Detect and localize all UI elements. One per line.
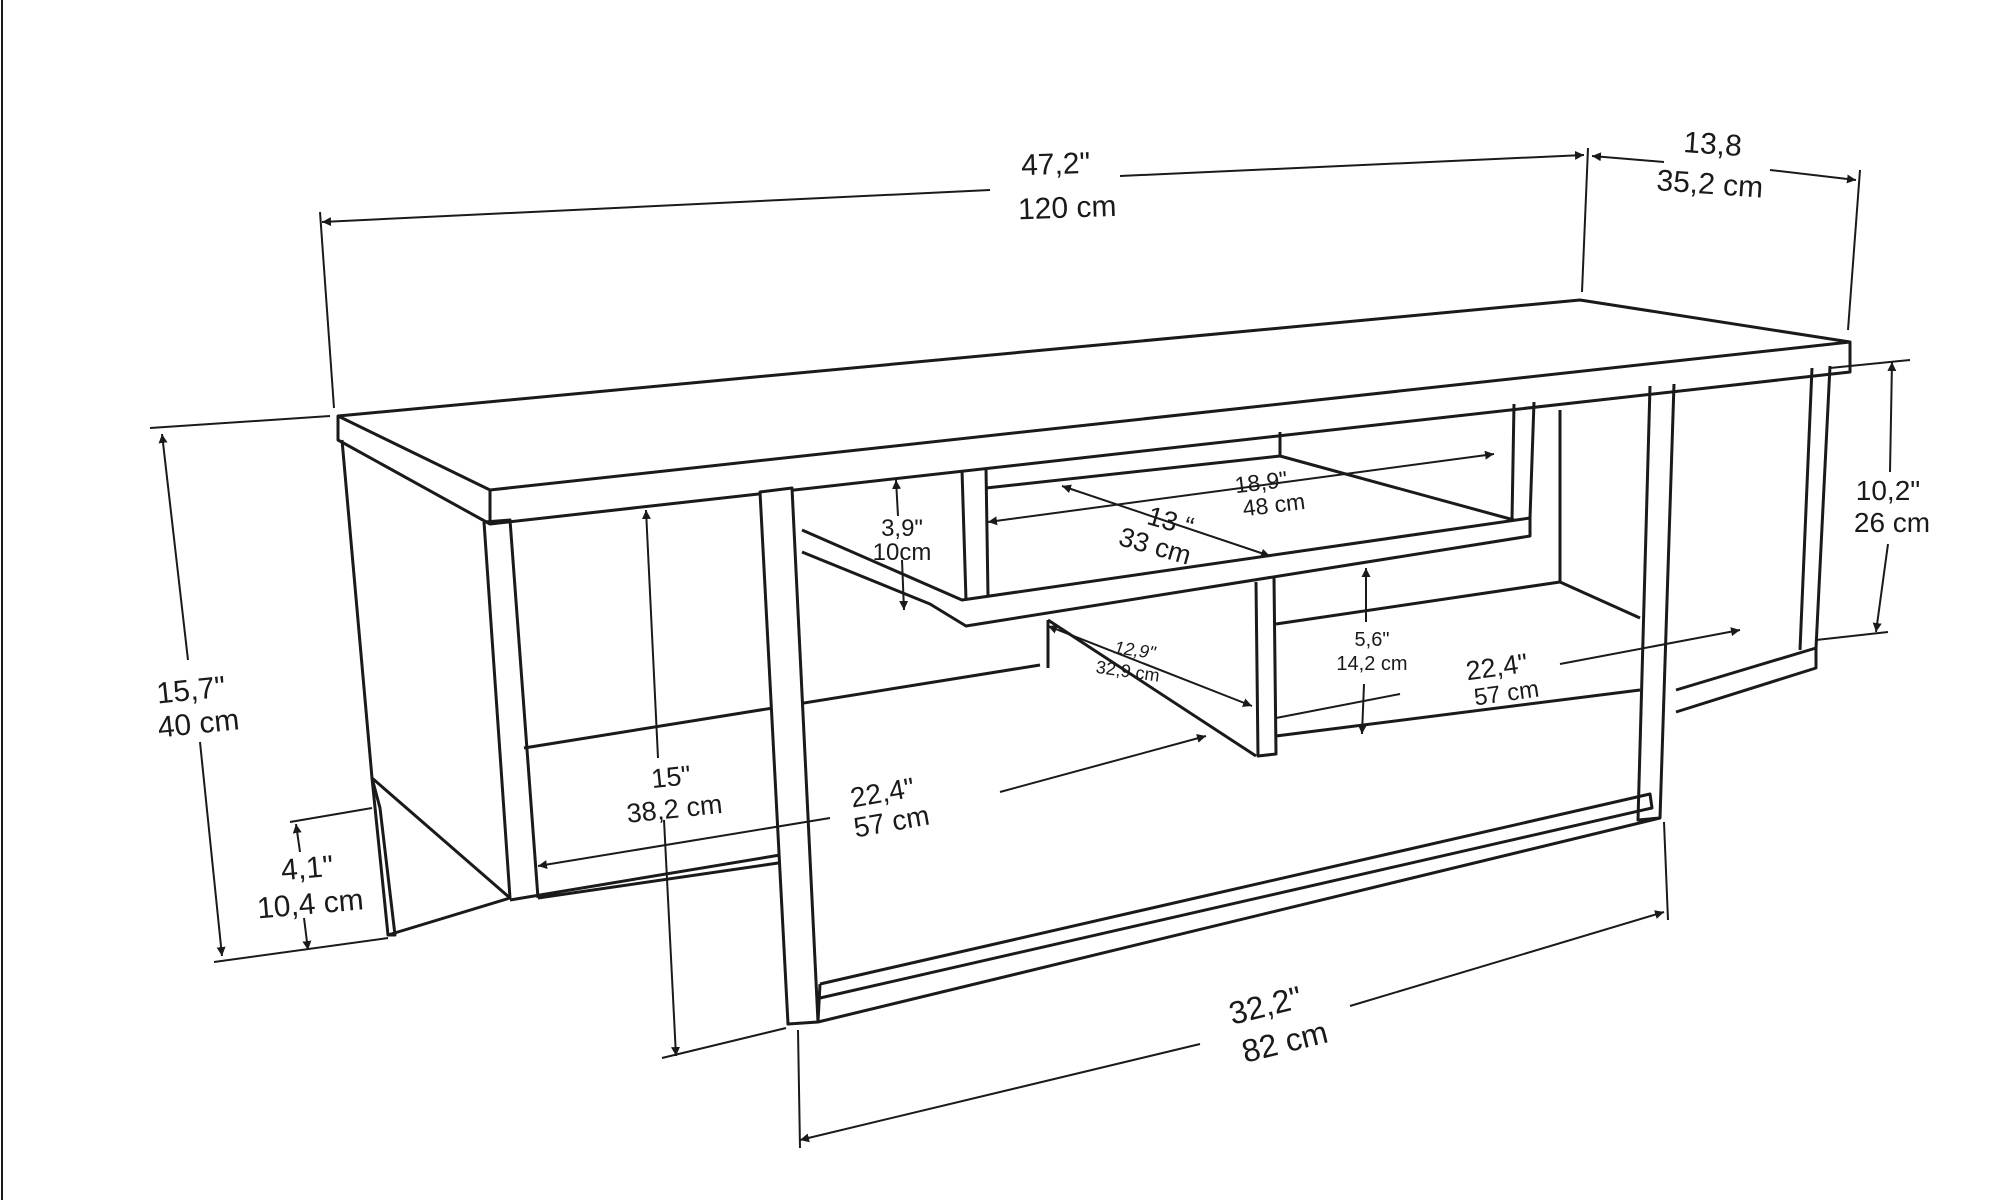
upper-drawer-left xyxy=(960,467,990,601)
dim-line-small-height-top xyxy=(892,479,901,517)
furniture-outline xyxy=(336,298,1852,1026)
middle-divider xyxy=(1254,577,1278,758)
dim-line-top-depth xyxy=(1061,484,1271,558)
dim-line-depth-right xyxy=(1769,169,1857,184)
dim-line-bottom-right xyxy=(1349,910,1665,1007)
label-left-height-cm: 38,2 cm xyxy=(625,789,724,829)
dim-line-right-height-top xyxy=(1887,361,1897,473)
label-width-cm: 120 cm xyxy=(1017,190,1116,226)
dim-line-leg-bottom xyxy=(302,917,312,951)
label-top-width-in: 18,9" xyxy=(1233,466,1289,498)
label-small-height-cm: 10cm xyxy=(873,539,932,566)
right-box-bottom xyxy=(1675,646,1818,714)
dim-line-right-height-bottom xyxy=(1872,543,1889,633)
ext-line-mid-height xyxy=(661,1027,787,1059)
upper-drawer-right xyxy=(1510,401,1536,521)
upper-drawer-frame xyxy=(801,516,1532,628)
upper-drawer-diagonal xyxy=(1279,454,1515,522)
dim-line-small-height-bottom xyxy=(899,559,909,611)
ext-line-left-top xyxy=(149,415,331,429)
dim-line-bottom-left xyxy=(799,1043,1201,1143)
ext-line-bottom-left xyxy=(797,1029,801,1149)
label-depth-in: 13,8 xyxy=(1682,126,1743,163)
left-panel-bottom xyxy=(371,776,511,900)
ext-line-right-bottom xyxy=(1815,631,1889,641)
ext-line-top-left xyxy=(319,211,335,409)
label-leg-in: 4,1" xyxy=(280,850,335,887)
top-board xyxy=(336,298,1852,492)
dim-line-height-top xyxy=(158,433,189,661)
dim-line-width-left xyxy=(321,189,991,227)
label-depth-cm: 35,2 cm xyxy=(1655,164,1764,204)
dim-line-height-bottom xyxy=(199,741,226,957)
dim-line-right-width-left xyxy=(1275,693,1401,719)
label-height-in: 15,7" xyxy=(155,671,227,711)
dimension-lines xyxy=(149,147,1911,1149)
ext-line-left-bottom xyxy=(213,937,389,963)
ext-line-top-mid xyxy=(1581,147,1589,293)
dim-line-depth-left xyxy=(1591,152,1665,163)
right-side-back xyxy=(1798,365,1832,651)
dim-line-right-width xyxy=(1559,627,1741,665)
label-right-height-in: 10,2" xyxy=(1856,475,1920,506)
ext-line-right-top xyxy=(1829,359,1911,369)
dim-line-left-height-top xyxy=(641,509,659,759)
label-width-in: 47,2" xyxy=(1021,147,1091,182)
center-post xyxy=(758,486,820,1026)
dim-line-inner-depth xyxy=(1047,625,1253,707)
ext-line-leg-top xyxy=(289,807,373,823)
lower-shelf xyxy=(819,792,1654,1000)
left-leg xyxy=(370,777,397,937)
ext-line-bottom-right xyxy=(1663,821,1669,921)
label-right-height-cm: 26 cm xyxy=(1854,507,1930,538)
label-height-cm: 40 cm xyxy=(156,703,241,744)
dim-line-width-right xyxy=(1119,150,1585,177)
right-side-post xyxy=(1636,383,1676,822)
left-side-panel xyxy=(340,439,512,937)
dim-line-left-width-left xyxy=(537,817,831,869)
label-mid-height-cm: 14,2 cm xyxy=(1336,653,1407,675)
dim-line-left-height-bottom xyxy=(663,819,681,1057)
dim-line-left-width-right xyxy=(999,734,1207,793)
label-leg-cm: 10,4 cm xyxy=(256,883,365,925)
bottom-board xyxy=(816,816,1661,1024)
label-mid-height-in: 5,6" xyxy=(1355,629,1390,651)
label-left-height-in: 15" xyxy=(650,760,693,794)
middle-shelf xyxy=(1046,618,1257,758)
dim-line-mid-height-bottom xyxy=(1357,683,1367,735)
ext-line-top-right xyxy=(1847,169,1861,331)
left-panel-front-edge xyxy=(483,518,540,899)
dimension-labels: 47,2" 120 cm 13,8 35,2 cm 15,7" 40 cm 4,… xyxy=(155,126,1930,1070)
dim-line-leg-top xyxy=(292,823,302,853)
label-small-height-in: 3,9" xyxy=(881,515,923,542)
